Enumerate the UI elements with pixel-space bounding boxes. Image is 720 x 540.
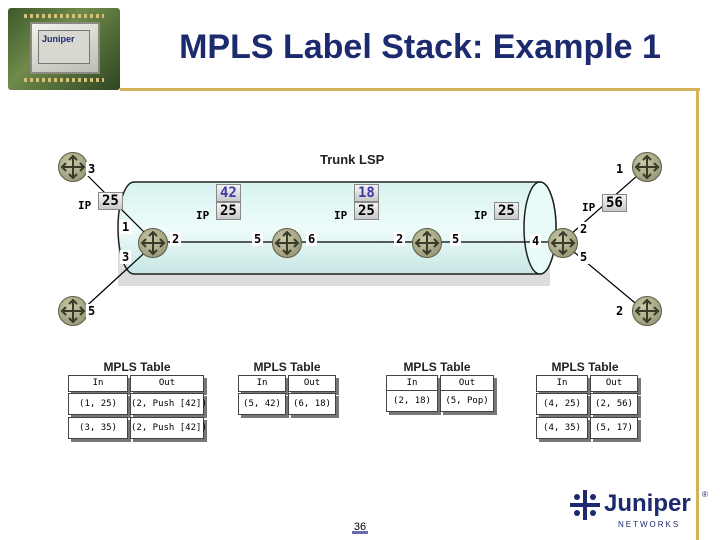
mpls-table-title: MPLS Table <box>103 360 171 374</box>
interface-label: 5 <box>252 232 264 246</box>
packet-stack: IP 25 <box>474 202 519 224</box>
label-value: 25 <box>494 202 519 220</box>
router-icon[interactable] <box>632 152 662 182</box>
logo-sub: NETWORKS <box>618 520 681 529</box>
ip-label: IP <box>196 209 210 222</box>
chip-logo: Juniper <box>42 34 75 44</box>
ip-label: IP <box>582 201 596 214</box>
page-title: MPLS Label Stack: Example 1 <box>179 28 661 66</box>
juniper-logo-icon <box>570 490 600 520</box>
table-header: Out <box>590 375 638 392</box>
logo-reg: ® <box>702 490 708 499</box>
label-top: 18 <box>354 184 379 202</box>
table-cell: (2, Push [42]) <box>130 417 207 439</box>
mpls-table-title: MPLS Table <box>403 360 471 374</box>
router-icon[interactable] <box>58 296 88 326</box>
table-cell: (2, 56) <box>590 393 638 415</box>
router-icon[interactable] <box>272 228 302 258</box>
table-cell: (3, 35) <box>68 417 128 439</box>
packet-stack: IP 42 25 <box>196 184 241 224</box>
side-rule <box>696 88 699 540</box>
interface-label: 3 <box>86 162 98 176</box>
table-cell: (1, 25) <box>68 393 128 415</box>
packet-stack: IP 56 <box>582 194 627 216</box>
interface-label: 2 <box>578 222 590 236</box>
table-cell: (4, 25) <box>536 393 588 415</box>
mpls-table-title: MPLS Table <box>253 360 321 374</box>
logo-name: Juniper <box>604 490 691 517</box>
interface-label: 6 <box>306 232 318 246</box>
table-cell: (5, 17) <box>590 417 638 439</box>
ip-label: IP <box>474 209 488 222</box>
table-header: In <box>68 375 128 392</box>
interface-label: 4 <box>530 234 542 248</box>
label-value: 25 <box>354 202 379 220</box>
juniper-logo: Juniper NETWORKS ® <box>566 484 708 532</box>
interface-label: 3 <box>120 250 132 264</box>
table-header: In <box>536 375 588 392</box>
header-rule <box>120 88 700 91</box>
ip-label: IP <box>334 209 348 222</box>
interface-label: 5 <box>450 232 462 246</box>
mpls-table-title: MPLS Table <box>551 360 619 374</box>
interface-label: 1 <box>614 162 626 176</box>
router-icon[interactable] <box>632 296 662 326</box>
interface-label: 1 <box>120 220 132 234</box>
page-number-underline <box>352 531 368 534</box>
interface-label: 5 <box>578 250 590 264</box>
label-value: 56 <box>602 194 627 212</box>
table-cell: (4, 35) <box>536 417 588 439</box>
label-value: 25 <box>98 192 123 210</box>
router-icon[interactable] <box>58 152 88 182</box>
table-cell: (2, Push [42]) <box>130 393 207 415</box>
trunk-lsp-label: Trunk LSP <box>320 152 385 167</box>
table-header: Out <box>288 375 336 392</box>
trunk-lsp-tunnel <box>117 181 557 286</box>
chip-photo: Juniper <box>8 8 120 90</box>
table-header: In <box>386 375 438 392</box>
ip-label: IP <box>78 199 92 212</box>
page-number: 36 <box>353 521 367 533</box>
table-cell: (2, 18) <box>386 390 438 412</box>
interface-label: 2 <box>394 232 406 246</box>
interface-label: 5 <box>86 304 98 318</box>
table-cell: (5, Pop) <box>440 390 494 412</box>
label-top: 42 <box>216 184 241 202</box>
packet-stack: IP 18 25 <box>334 184 379 224</box>
router-icon[interactable] <box>412 228 442 258</box>
table-cell: (5, 42) <box>238 393 286 415</box>
router-icon[interactable] <box>138 228 168 258</box>
table-cell: (6, 18) <box>288 393 336 415</box>
router-icon[interactable] <box>548 228 578 258</box>
interface-label: 2 <box>614 304 626 318</box>
interface-label: 2 <box>170 232 182 246</box>
table-header: In <box>238 375 286 392</box>
table-header: Out <box>130 375 204 392</box>
label-value: 25 <box>216 202 241 220</box>
packet-stack: IP 25 <box>78 192 123 214</box>
